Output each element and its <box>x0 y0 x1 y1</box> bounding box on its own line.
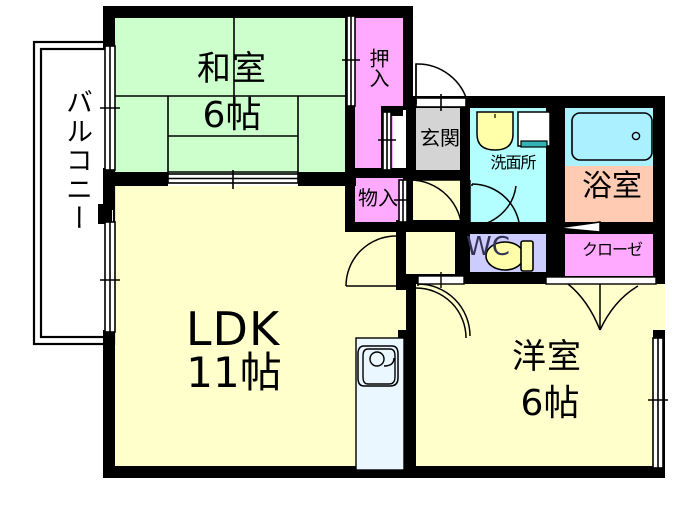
kitchen-sink-icon <box>355 337 405 471</box>
washing-machine-icon <box>517 111 551 148</box>
oshiire-sliding-door <box>342 15 396 171</box>
monoire-sliding-door <box>394 179 412 223</box>
closet-fill <box>565 230 661 278</box>
vanity-sink-icon <box>476 111 514 151</box>
closet-door-panel <box>545 276 657 285</box>
washitsu-fusuma <box>167 170 299 189</box>
door-swing-arcs <box>345 63 639 339</box>
washitsu-balcony-window <box>100 45 120 171</box>
bathtub-icon <box>571 112 653 161</box>
wc-door-panel <box>417 272 465 288</box>
ldk-balcony-window <box>100 221 120 333</box>
balcony-outline <box>32 40 116 346</box>
yokushitsu-floor-fill <box>563 166 662 224</box>
monoire-fill <box>353 176 406 226</box>
yoshitsu-fill <box>416 280 665 476</box>
toilet-icon <box>485 240 534 272</box>
kitchen-top-wall <box>398 330 408 338</box>
yoshitsu-east-window <box>648 337 668 469</box>
genkan-fill <box>413 106 467 172</box>
